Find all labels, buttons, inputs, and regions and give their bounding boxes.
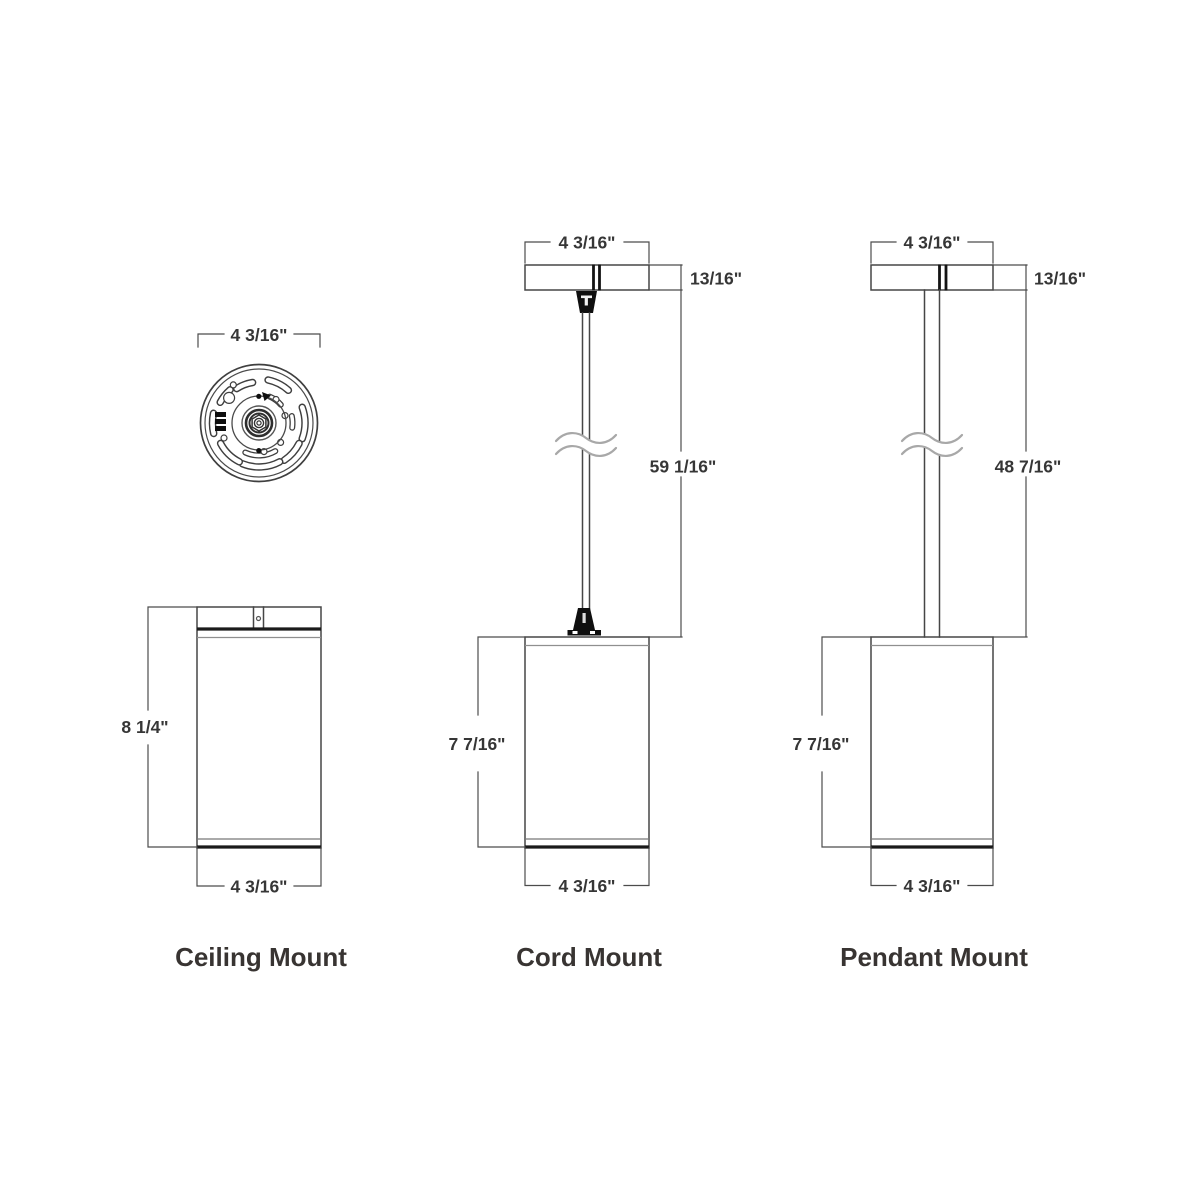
pendant-canopy-width-dimension: 4 3/16" — [870, 233, 994, 264]
pendant-body-width-text: 4 3/16" — [904, 876, 961, 896]
cord-mount-label: Cord Mount — [516, 942, 662, 972]
pendant-cylinder-body — [870, 636, 994, 849]
cord-canopy-height-text: 13/16" — [690, 269, 742, 289]
pendant-body-height-text: 7 7/16" — [793, 734, 850, 754]
cord-line — [581, 312, 591, 610]
plate-markings — [215, 392, 271, 454]
ceiling-height-dimension: 8 1/4" — [121, 606, 198, 848]
cord-canopy — [524, 264, 650, 291]
pendant-stem — [923, 289, 941, 638]
ceiling-top-diameter-dimension: 4 3/16" — [197, 325, 321, 348]
pendant-body-width-dimension: 4 3/16" — [870, 847, 994, 896]
cord-socket — [567, 608, 601, 636]
pendant-canopy-height-dimension: 13/16" — [992, 264, 1086, 291]
pendant-suspension-dimension: 48 7/16" — [992, 264, 1062, 638]
cord-cylinder-body — [524, 636, 650, 849]
ceiling-side-view: 8 1/4" 4 3/16" — [121, 606, 322, 897]
cord-body-height-dimension: 7 7/16" — [449, 636, 526, 848]
plate-screw-holes — [220, 381, 289, 456]
cord-mount-view: 4 3/16" 13/16" 59 1/16" — [449, 233, 743, 973]
cord-suspension-text: 59 1/16" — [650, 457, 717, 477]
cord-canopy-height-dimension: 13/16" — [648, 264, 742, 291]
cord-canopy-width-dimension: 4 3/16" — [524, 233, 650, 264]
ceiling-mount-label: Ceiling Mount — [175, 942, 347, 972]
ceiling-top-diameter-text: 4 3/16" — [231, 325, 288, 345]
ceiling-width-text: 4 3/16" — [231, 877, 288, 897]
pendant-canopy-width-text: 4 3/16" — [904, 233, 961, 253]
ceiling-mount-view: 4 3/16" — [121, 325, 347, 972]
cord-body-width-text: 4 3/16" — [559, 876, 616, 896]
cord-break-symbol — [554, 432, 618, 457]
ceiling-height-text: 8 1/4" — [121, 717, 168, 737]
cord-canopy-width-text: 4 3/16" — [559, 233, 616, 253]
cord-grip-detail — [581, 295, 592, 299]
mounting-screw-icon — [255, 615, 262, 622]
pendant-canopy-height-text: 13/16" — [1034, 269, 1086, 289]
cord-body-height-text: 7 7/16" — [449, 734, 506, 754]
pendant-canopy — [870, 264, 994, 291]
pendant-break-symbol — [900, 432, 964, 457]
cord-grip-detail — [584, 298, 588, 306]
ceiling-mounting-plate-top-view — [199, 363, 319, 483]
plate-center-hub — [231, 395, 287, 451]
pendant-body-height-dimension: 7 7/16" — [793, 636, 872, 848]
pendant-mount-label: Pendant Mount — [840, 942, 1028, 972]
plate-outer-slots — [208, 376, 309, 471]
ceiling-width-dimension: 4 3/16" — [196, 847, 322, 897]
cord-body-width-dimension: 4 3/16" — [524, 847, 650, 896]
cord-suspension-dimension: 59 1/16" — [648, 264, 717, 638]
pendant-suspension-text: 48 7/16" — [995, 457, 1062, 477]
pendant-mount-view: 4 3/16" 13/16" 48 7/16" — [793, 233, 1087, 973]
